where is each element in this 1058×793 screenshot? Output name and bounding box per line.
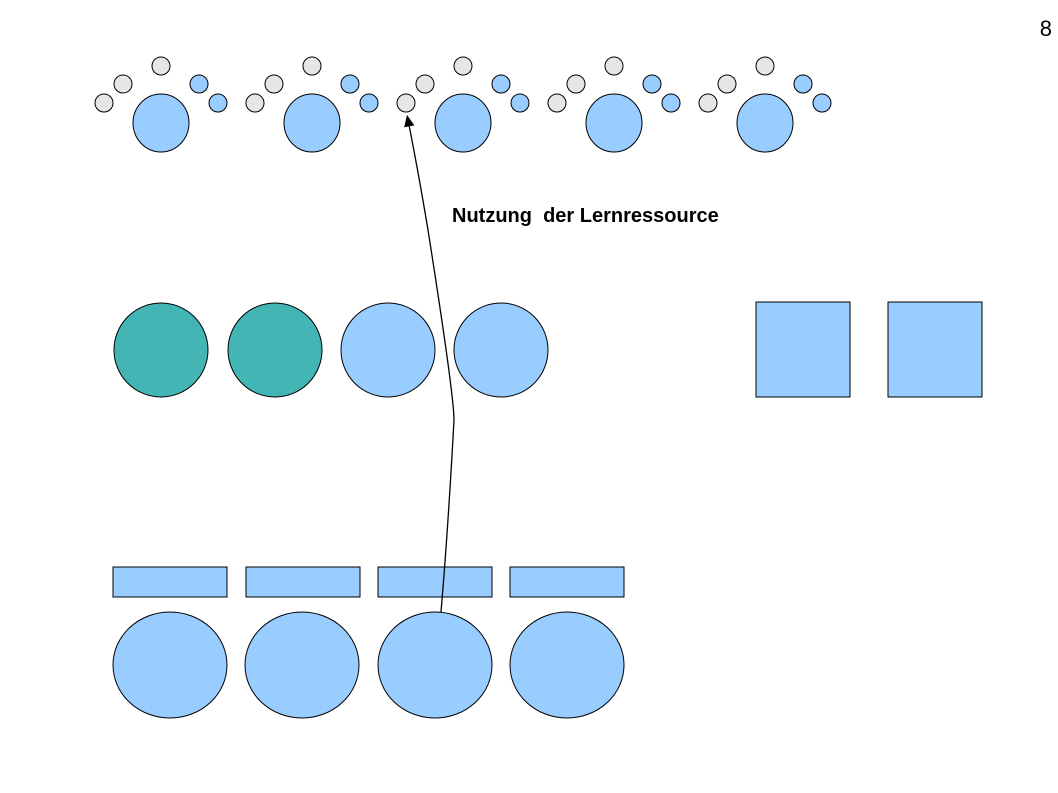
bottom-circle-3 — [377, 611, 493, 719]
bottom-circle-2 — [244, 611, 360, 719]
page-number: 8 — [1039, 16, 1052, 41]
top-group-1 — [94, 56, 228, 153]
middle-circle-4 — [453, 302, 549, 398]
large-blue-circle — [132, 93, 190, 153]
gray-circle — [245, 93, 265, 113]
gray-circle — [151, 56, 171, 76]
gray-circle — [396, 93, 416, 113]
gray-circle — [113, 74, 133, 94]
bottom-bar-1 — [112, 566, 228, 598]
gray-circle — [453, 56, 473, 76]
middle-circle-1 — [113, 302, 209, 398]
large-blue-circle — [585, 93, 643, 153]
gray-circle — [604, 56, 624, 76]
top-group-4 — [547, 56, 681, 153]
bottom-bar-2 — [245, 566, 361, 598]
blue-small-circle — [642, 74, 662, 94]
gray-circle — [547, 93, 567, 113]
caption-label: Nutzung der Lernressource — [452, 205, 719, 227]
gray-circle — [302, 56, 322, 76]
blue-small-circle — [208, 93, 228, 113]
middle-circle-2 — [227, 302, 323, 398]
bottom-bar-4 — [509, 566, 625, 598]
blue-small-circle — [510, 93, 530, 113]
connector-arrow — [404, 114, 455, 613]
top-group-2 — [245, 56, 379, 153]
large-blue-circle — [434, 93, 492, 153]
blue-small-circle — [793, 74, 813, 94]
gray-circle — [415, 74, 435, 94]
bottom-bar-3 — [377, 566, 493, 598]
top-group-5 — [698, 56, 832, 153]
gray-circle — [264, 74, 284, 94]
gray-circle — [566, 74, 586, 94]
bottom-circle-4 — [509, 611, 625, 719]
gray-circle — [94, 93, 114, 113]
middle-square-2 — [887, 301, 983, 398]
gray-circle — [717, 74, 737, 94]
bottom-circle-1 — [112, 611, 228, 719]
middle-circle-3 — [340, 302, 436, 398]
blue-small-circle — [189, 74, 209, 94]
gray-circle — [755, 56, 775, 76]
blue-small-circle — [491, 74, 511, 94]
bottom-row — [112, 566, 625, 719]
blue-small-circle — [359, 93, 379, 113]
blue-small-circle — [812, 93, 832, 113]
middle-row — [113, 301, 983, 398]
blue-small-circle — [340, 74, 360, 94]
blue-small-circle — [661, 93, 681, 113]
large-blue-circle — [283, 93, 341, 153]
gray-circle — [698, 93, 718, 113]
middle-square-1 — [755, 301, 851, 398]
large-blue-circle — [736, 93, 794, 153]
top-row-groups — [94, 56, 832, 153]
top-group-3 — [396, 56, 530, 153]
